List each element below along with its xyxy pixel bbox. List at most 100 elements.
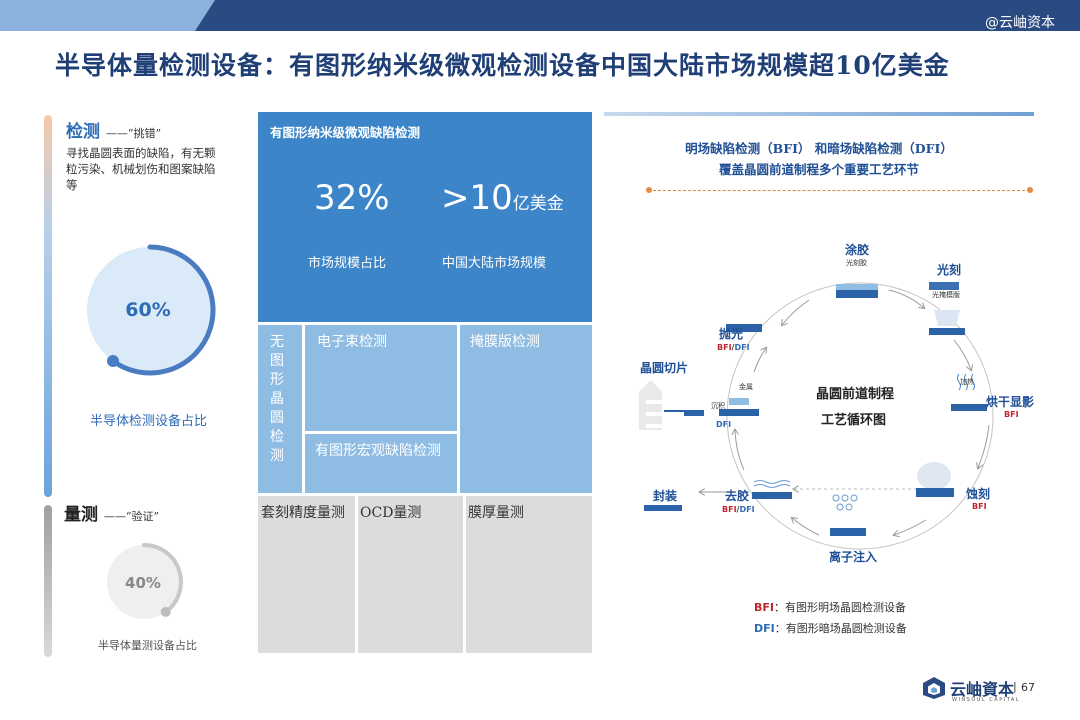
litho-light-cone xyxy=(934,310,960,326)
detection-donut-fill xyxy=(87,247,213,373)
strip-wafer xyxy=(752,492,792,499)
deposit-tag-dfi: DFI xyxy=(716,420,732,429)
label-deposit: 沉积 xyxy=(711,402,725,410)
diagram-heading-line1: 明场缺陷检测（BFI） 和暗场缺陷检测（DFI） xyxy=(685,141,953,156)
metrology-heading: 量测 ——“验证” xyxy=(64,500,159,525)
etch-wafer xyxy=(916,488,954,497)
metal-layer xyxy=(729,398,749,405)
metrology-donut: 40% xyxy=(107,543,183,619)
arrow-etch-implant xyxy=(894,519,927,535)
ingot-icon xyxy=(639,380,662,430)
treemap-film-label: 膜厚量测 xyxy=(468,505,524,521)
market-share-value: 32% xyxy=(314,178,390,218)
legend-bfi: BFI：有图形明场晶圆检测设备 xyxy=(754,599,906,615)
bake-tag-bfi: BFI xyxy=(1004,410,1019,419)
etch-tag-bfi: BFI xyxy=(972,502,987,511)
arrow-coat-litho xyxy=(888,289,924,308)
treemap-macro: 有图形宏观缺陷检测 xyxy=(305,434,457,493)
strip-wave-icon xyxy=(753,480,791,488)
photomask-icon xyxy=(929,282,959,290)
divider-dot-left xyxy=(646,187,652,193)
banner-accent xyxy=(0,0,215,31)
arrow-deposit-polish xyxy=(753,348,766,373)
legend-bfi-key: BFI xyxy=(754,601,774,614)
watermark: @云岫资本 xyxy=(985,15,1055,31)
litho-wafer xyxy=(929,328,965,335)
treemap-unpatterned-label: 无图形晶圆检测 xyxy=(270,334,284,464)
detection-percent: 60% xyxy=(125,299,170,321)
treemap-overlay: 套刻精度量测 xyxy=(258,496,355,653)
metrology-caption: 半导体量测设备占比 xyxy=(98,639,197,652)
polish-tags: BFI/DFI xyxy=(717,343,750,352)
treemap-overlay-label: 套刻精度量测 xyxy=(261,505,345,521)
step-coat: 涂胶 xyxy=(845,243,870,257)
arrow-strip-deposit xyxy=(735,430,745,471)
step-bake: 烘干显影 xyxy=(986,395,1035,409)
divider-dot-right xyxy=(1027,187,1033,193)
label-photoresist: 光刻胶 xyxy=(846,259,867,267)
detection-caption: 半导体检测设备占比 xyxy=(90,414,208,429)
treemap-mask: 掩膜版检测 xyxy=(460,325,592,493)
polish-tag-dfi: DFI xyxy=(734,343,750,352)
detection-donut-arc xyxy=(110,244,216,376)
strip-tag-bfi: BFI xyxy=(722,505,737,514)
diagram-heading-line2: 覆盖晶圆前道制程多个重要工艺环节 xyxy=(718,162,919,177)
strip-tags: BFI/DFI xyxy=(722,505,755,514)
treemap-patterned-micro: 有图形纳米级微观缺陷检测 32% >10亿美金 市场规模占比 中国大陆市场规模 xyxy=(258,112,592,322)
company-logo-text: 云岫資本 xyxy=(950,680,1015,699)
detection-title: 检测 xyxy=(66,122,100,142)
treemap-ocd: OCD量测 xyxy=(358,496,463,653)
treemap-macro-label: 有图形宏观缺陷检测 xyxy=(315,443,441,459)
step-slicing: 晶圆切片 xyxy=(640,361,689,375)
polish-tag-sep: / xyxy=(731,343,735,352)
treemap-ocd-label: OCD量测 xyxy=(360,505,422,521)
strip-tag-sep: / xyxy=(736,505,740,514)
diagram-heading: 明场缺陷检测（BFI） 和暗场缺陷检测（DFI） 覆盖晶圆前道制程多个重要工艺环… xyxy=(604,138,1034,180)
heat-icon xyxy=(957,373,975,391)
treemap-main-title: 有图形纳米级微观缺陷检测 xyxy=(270,125,421,140)
treemap-film: 膜厚量测 xyxy=(466,496,592,653)
banner xyxy=(195,0,1080,31)
arrow-bake-etch xyxy=(978,424,990,468)
step-package: 封装 xyxy=(653,489,678,503)
arrow-polish-coat xyxy=(782,299,810,325)
treemap-unpatterned: 无图形晶圆检测 xyxy=(258,325,302,493)
package-wafer xyxy=(644,505,682,511)
metrology-donut-arc xyxy=(142,543,183,614)
label-photomask: 光掩模版 xyxy=(932,291,960,299)
deposit-wafer xyxy=(719,409,759,416)
polish-tag-bfi: BFI xyxy=(717,343,732,352)
legend-dfi: DFI：有图形暗场晶圆检测设备 xyxy=(754,620,907,636)
step-polish: 抛光 xyxy=(719,327,744,341)
treemap-ebeam-label: 电子束检测 xyxy=(317,334,387,350)
detection-bar xyxy=(44,115,52,497)
metrology-title: 量测 xyxy=(64,505,98,525)
diagram-top-rule xyxy=(604,112,1034,116)
step-implant: 离子注入 xyxy=(829,550,878,564)
strip-tag-dfi: DFI xyxy=(739,505,755,514)
etch-plasma-icon xyxy=(917,462,951,490)
metrology-percent: 40% xyxy=(125,574,161,592)
legend-dfi-key: DFI xyxy=(754,622,775,635)
page-number: 67 xyxy=(1021,681,1035,694)
process-cycle-diagram xyxy=(639,282,994,550)
cycle-center-line1: 晶圆前道制程 xyxy=(816,387,895,402)
detection-subtitle: ——“挑错” xyxy=(105,127,162,140)
page-title: 半导体量检测设备：有图形纳米级微观检测设备中国大陆市场规模超10亿美金 xyxy=(55,51,950,80)
ion-icons xyxy=(832,494,858,511)
market-size-value: >10亿美金 xyxy=(441,178,564,218)
company-logo-icon xyxy=(923,677,945,699)
legend-dfi-text: ：有图形暗场晶圆检测设备 xyxy=(774,622,907,635)
metrology-donut-marker xyxy=(160,606,171,617)
detection-heading: 检测 ——“挑错” xyxy=(66,117,161,142)
treemap-mask-label: 掩膜版检测 xyxy=(470,334,540,350)
polish-wafer xyxy=(726,324,762,332)
diagram-divider xyxy=(648,190,1030,191)
step-strip: 去胶 xyxy=(725,489,750,503)
metrology-subtitle: ——“验证” xyxy=(103,510,160,523)
metrology-bar xyxy=(44,505,52,657)
label-heat: 加热 xyxy=(960,378,974,386)
implant-wafer xyxy=(830,528,866,536)
market-size-caption: 中国大陆市场规模 xyxy=(442,256,547,271)
arrow-litho-bake xyxy=(953,339,971,370)
